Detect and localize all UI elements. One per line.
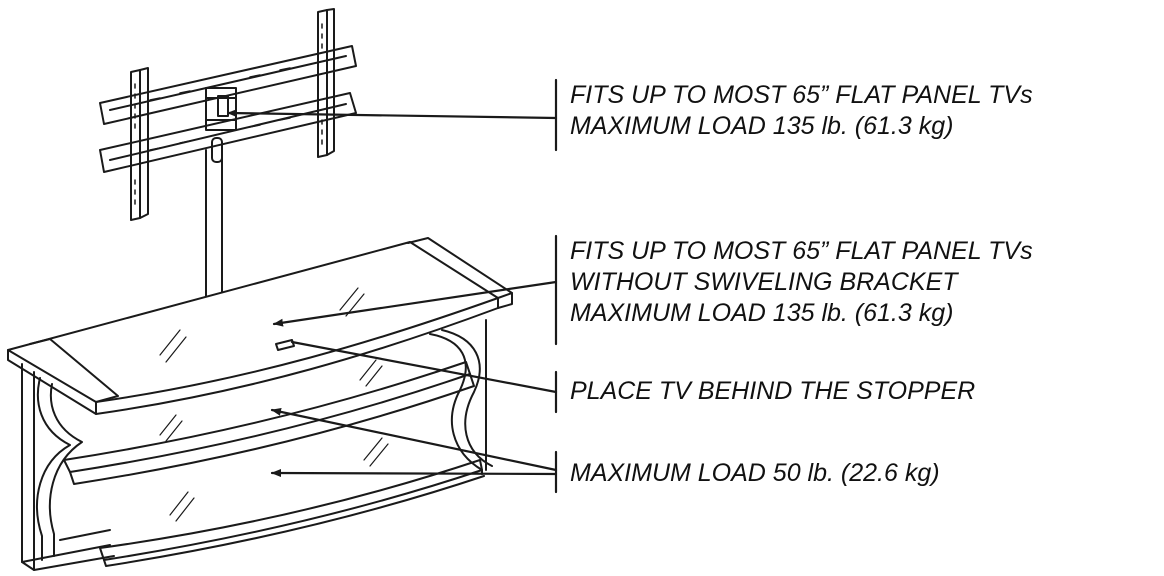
top-shelf-callout-line2: WITHOUT SWIVELING BRACKET: [570, 268, 958, 296]
top-shelf-callout-line1: FITS UP TO MOST 65” FLAT PANEL TVs: [570, 237, 1033, 265]
bottom-shelf-leader-arrow: [270, 469, 558, 478]
top-shelf-callout: FITS UP TO MOST 65” FLAT PANEL TVs WITHO…: [570, 236, 1033, 329]
stopper-leader-line: [290, 340, 558, 394]
top-shelf-callout-line3: MAXIMUM LOAD 135 lb. (61.3 kg): [570, 299, 954, 327]
stopper-callout: PLACE TV BEHIND THE STOPPER: [570, 376, 975, 407]
mount-callout-line2: MAXIMUM LOAD 135 lb. (61.3 kg): [570, 112, 954, 140]
lower-shelves-callout: MAXIMUM LOAD 50 lb. (22.6 kg): [570, 458, 940, 489]
mount-leader-arrow: [226, 109, 558, 120]
top-shelf-leader-arrow: [272, 280, 558, 327]
mount-pole: [205, 137, 223, 297]
mount-callout: FITS UP TO MOST 65” FLAT PANEL TVs MAXIM…: [570, 80, 1033, 142]
tv-bracket: [99, 8, 357, 221]
callout-leaders: [226, 78, 558, 494]
stopper-callout-line1: PLACE TV BEHIND THE STOPPER: [570, 377, 976, 405]
mount-callout-line1: FITS UP TO MOST 65” FLAT PANEL TVs: [570, 81, 1033, 109]
middle-shelf-leader-arrow: [270, 407, 558, 472]
lower-shelves-callout-line1: MAXIMUM LOAD 50 lb. (22.6 kg): [570, 459, 940, 487]
stand-frame: [7, 237, 513, 571]
